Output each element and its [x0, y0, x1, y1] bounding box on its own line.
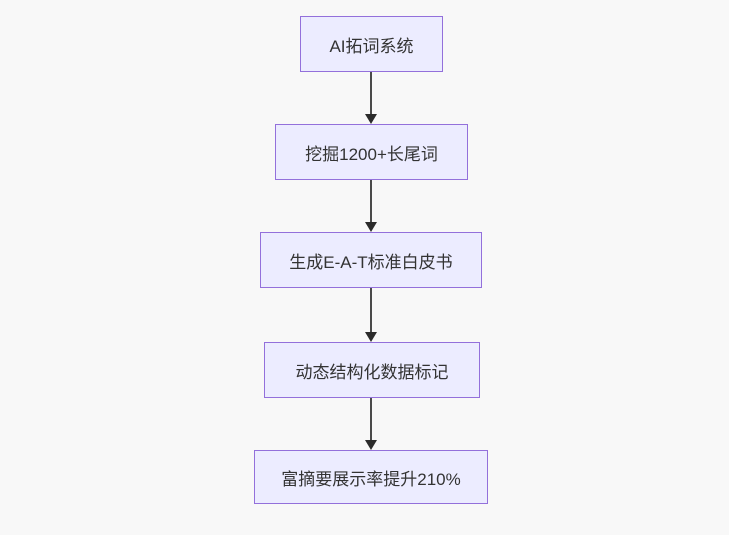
- arrow-down-icon: [365, 114, 377, 124]
- flow-node-structured-data: 动态结构化数据标记: [264, 342, 480, 398]
- flow-node-rich-snippet-result: 富摘要展示率提升210%: [254, 450, 488, 504]
- arrow-down-icon: [365, 332, 377, 342]
- flow-node-label: 动态结构化数据标记: [295, 362, 449, 382]
- flow-node-label: 挖掘1200+长尾词: [305, 144, 438, 164]
- flow-node-longtail-mining: 挖掘1200+长尾词: [275, 124, 468, 180]
- flow-edge-line: [370, 398, 372, 441]
- flow-node-eat-whitepaper: 生成E-A-T标准白皮书: [260, 232, 482, 288]
- flow-edge-line: [370, 72, 372, 115]
- flow-node-ai-word-expansion: AI拓词系统: [300, 16, 443, 72]
- flow-edge-line: [370, 288, 372, 333]
- arrow-down-icon: [365, 440, 377, 450]
- flow-edge-line: [370, 180, 372, 223]
- flow-node-label: 富摘要展示率提升210%: [281, 469, 461, 489]
- arrow-down-icon: [365, 222, 377, 232]
- flow-node-label: AI拓词系统: [329, 36, 414, 56]
- flow-node-label: 生成E-A-T标准白皮书: [289, 252, 453, 272]
